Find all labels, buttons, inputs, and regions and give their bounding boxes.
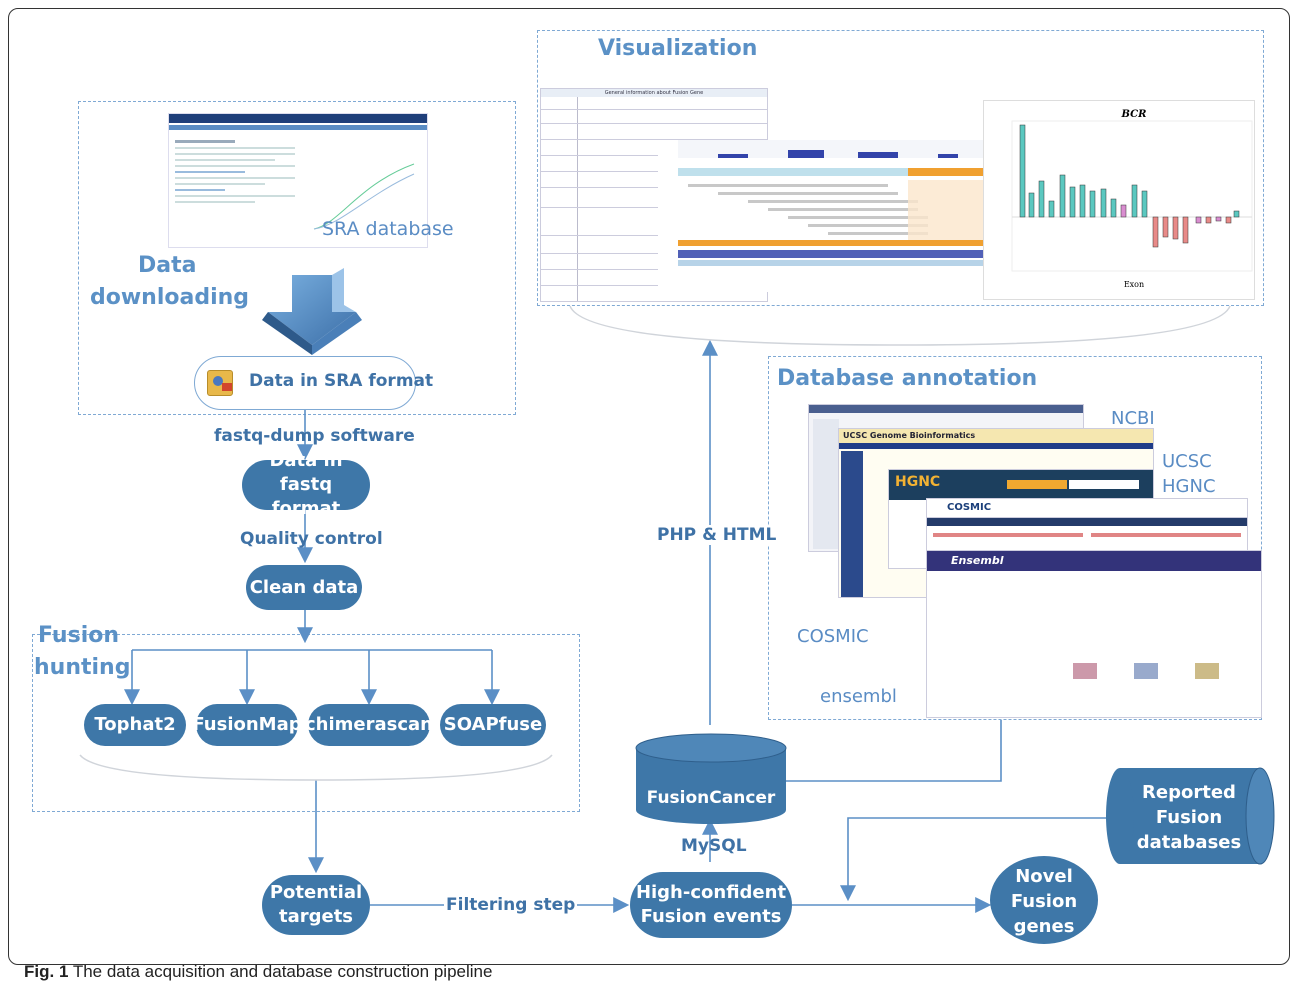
high-confident-line2: Fusion events [640, 906, 782, 927]
data-sra-format-node: Data in SRA format [194, 356, 433, 410]
tool-tophat2: Tophat2 [84, 704, 186, 746]
clean-data-node: Clean data [246, 565, 362, 610]
hgnc-logo: HGNC [895, 474, 941, 490]
php-html-label: PHP & HTML [655, 525, 779, 545]
fusion-hunting-title-line1: Fusion [38, 623, 120, 648]
reported-databases-label: Reported Fusion databases [1124, 780, 1254, 855]
cosmic-logo: COSMIC [947, 502, 992, 513]
ensembl-website-screenshot: Ensembl [926, 550, 1262, 718]
ucsc-label: UCSC [1162, 451, 1212, 472]
tool-chimerascan: chimerascan [305, 704, 433, 746]
tool-fusionmap: FusionMap [192, 704, 302, 746]
sra-file-icon [207, 370, 233, 396]
figure-caption-text: The data acquisition and database constr… [72, 962, 493, 981]
fusioncancer-cylinder-shape [635, 733, 787, 824]
data-fastq-node: Data in fastq format [242, 450, 370, 519]
hgnc-label: HGNC [1162, 476, 1216, 497]
sra-database-label: SRA database [322, 218, 454, 240]
bcr-chart-xlabel: Exon [1124, 280, 1144, 289]
fastq-dump-label: fastq-dump software [214, 426, 415, 446]
high-confident-line1: High-confident [635, 882, 787, 903]
data-sra-format-label: Data in SRA format [249, 371, 434, 391]
tool-tophat2-label: Tophat2 [94, 714, 176, 735]
novel-fusion-genes-shape [990, 856, 1098, 944]
clean-data-label: Clean data [249, 576, 359, 598]
fusion-hunting-title-line2: hunting [34, 655, 131, 680]
genome-browser-screenshot [658, 140, 1016, 292]
figure-label: Fig. 1 [24, 962, 69, 981]
bcr-exon-chart: BCR Exon [983, 100, 1255, 300]
figure-caption: Fig. 1 The data acquisition and database… [24, 962, 492, 982]
filtering-step-label: Filtering step [444, 895, 578, 915]
data-fastq-line1: Data in fastq [269, 450, 343, 495]
potential-targets-line1: Potential [269, 882, 363, 903]
tool-fusionmap-label: FusionMap [192, 714, 302, 735]
novel-line1: Novel [1015, 866, 1073, 887]
cosmic-label: COSMIC [797, 626, 869, 647]
data-downloading-title-line1: Data [138, 253, 197, 278]
sra-website-screenshot [168, 113, 428, 248]
tool-soapfuse: SOAPfuse [440, 704, 546, 746]
reported-databases-cylinder-shape [1106, 767, 1275, 865]
tool-chimerascan-label: chimerascan [305, 714, 433, 735]
tool-soapfuse-label: SOAPfuse [443, 714, 543, 735]
fusion-info-table-header: General information about Fusion Gene [541, 89, 767, 97]
ensembl-logo: Ensembl [951, 554, 1004, 567]
fusion-hunting-title: Fusion hunting [34, 620, 130, 684]
novel-line3: genes [1013, 916, 1075, 937]
visualization-title: Visualization [598, 36, 758, 61]
data-downloading-title-line2: downloading [90, 285, 250, 310]
reported-line1: Reported [1142, 782, 1236, 803]
mysql-label: MySQL [681, 836, 747, 856]
ncbi-label: NCBI [1111, 408, 1155, 429]
potential-targets-line2: targets [278, 906, 354, 927]
bcr-chart-title: BCR [1121, 109, 1147, 120]
novel-fusion-genes-label: Novel Fusion genes [990, 864, 1098, 939]
download-arrow [262, 268, 362, 355]
database-annotation-title: Database annotation [777, 366, 1038, 391]
data-fastq-line2: format [271, 498, 341, 519]
data-downloading-box [78, 101, 516, 415]
ucsc-title: UCSC Genome Bioinformatics [839, 429, 1153, 443]
visualization-box [537, 30, 1264, 306]
reported-line3: databases [1136, 832, 1242, 853]
ensembl-label: ensembl [820, 686, 897, 707]
reported-line2: Fusion [1155, 807, 1223, 828]
data-downloading-title: Data downloading [90, 250, 249, 314]
potential-targets-node: Potential targets [262, 875, 370, 935]
quality-control-label: Quality control [240, 529, 383, 549]
novel-line2: Fusion [1010, 891, 1078, 912]
fusioncancer-label: FusionCancer [646, 788, 776, 808]
